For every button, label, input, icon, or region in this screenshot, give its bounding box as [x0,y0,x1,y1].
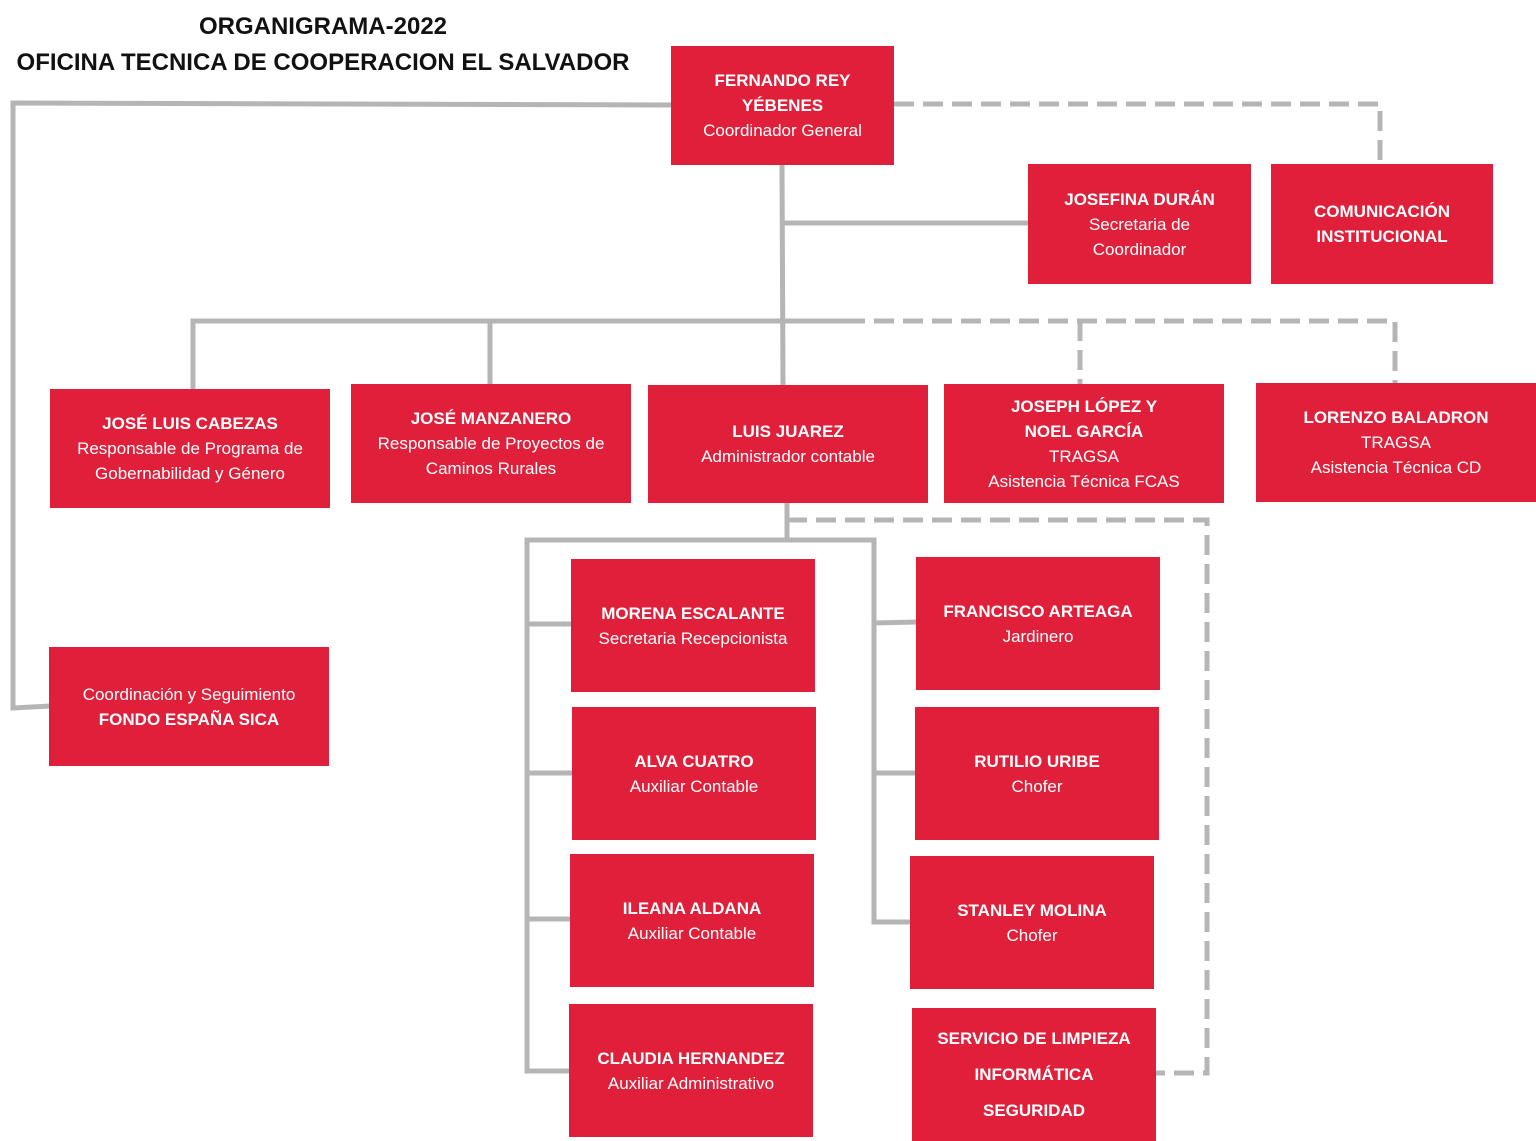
node-arteaga[interactable]: FRANCISCO ARTEAGA Jardinero [916,557,1160,690]
node-fondo[interactable]: Coordinación y Seguimiento FONDO ESPAÑA … [49,647,329,766]
connector-coordinator-fondo [10,100,674,711]
node-molina[interactable]: STANLEY MOLINA Chofer [910,856,1154,989]
node-role: Coordinador General [703,121,862,140]
node-name: FRANCISCO ARTEAGA [943,601,1133,621]
node-services[interactable]: SERVICIO DE LIMPIEZA INFORMÁTICA SEGURID… [912,1008,1156,1141]
chart-subtitle: OFICINA TECNICA DE COOPERACION EL SALVAD… [16,49,630,76]
node-name: JOSEFINA DURÁN [1064,189,1215,209]
node-role: Administrador contable [701,447,875,466]
dashed-connector-communication [894,101,1383,164]
node-manzanero[interactable]: JOSÉ MANZANERO Responsable de Proyectos … [351,384,631,503]
node-role: Asistencia Técnica CD [1310,458,1482,477]
node-role: Auxiliar Contable [629,776,759,796]
node-org: TRAGSA [1361,433,1431,452]
node-name: RUTILIO URIBE [974,751,1100,771]
dashed-connector-tragsa [845,318,1398,383]
node-name: CLAUDIA HERNANDEZ [597,1048,785,1068]
node-name: ILEANA ALDANA [622,898,762,918]
node-role: Secretaria Recepcionista [598,628,788,648]
node-role: Chofer [1006,925,1058,945]
node-name: FERNANDO REY YÉBENES [714,71,851,115]
dashed-connector-services [787,517,1210,1076]
node-role: Jardinero [1002,626,1074,646]
node-name: LORENZO BALADRON [1303,408,1489,427]
node-secretary[interactable]: JOSEFINA DURÁN Secretaria de Coordinador [1028,164,1251,284]
node-name: LUIS JUAREZ [732,422,844,441]
node-communication[interactable]: COMUNICACIÓN INSTITUCIONAL [1271,164,1493,284]
node-role: Chofer [1011,776,1063,796]
node-coordinator[interactable]: FERNANDO REY YÉBENES Coordinador General [671,46,894,165]
node-name: JOSEPH LÓPEZ Y NOEL GARCÍA [1010,396,1158,441]
node-cabezas[interactable]: JOSÉ LUIS CABEZAS Responsable de Program… [50,389,330,508]
node-name: ALVA CUATRO [634,751,754,771]
node-name: JOSÉ LUIS CABEZAS [102,414,278,433]
node-service-it: INFORMÁTICA [974,1064,1094,1084]
node-hernandez[interactable]: CLAUDIA HERNANDEZ Auxiliar Administrativ… [569,1004,813,1137]
node-org: TRAGSA [1049,446,1119,466]
node-lopez-garcia[interactable]: JOSEPH LÓPEZ Y NOEL GARCÍA TRAGSA Asiste… [944,384,1224,503]
node-name: JOSÉ MANZANERO [410,409,572,428]
node-role: Coordinación y Seguimiento [82,684,296,704]
node-role: Responsable de Proyectos de Caminos Rura… [377,434,605,478]
node-role: Responsable de Programa de Gobernabilida… [77,439,303,483]
node-name: STANLEY MOLINA [957,900,1107,920]
node-juarez[interactable]: LUIS JUAREZ Administrador contable [648,385,928,503]
node-cuatro[interactable]: ALVA CUATRO Auxiliar Contable [572,707,816,840]
node-role: Auxiliar Administrativo [607,1073,775,1093]
node-baladron[interactable]: LORENZO BALADRON TRAGSA Asistencia Técni… [1256,383,1536,502]
node-role: Asistencia Técnica FCAS [988,471,1180,491]
node-name: COMUNICACIÓN INSTITUCIONAL [1314,202,1450,246]
chart-title: ORGANIGRAMA-2022 [198,13,448,40]
node-escalante[interactable]: MORENA ESCALANTE Secretaria Recepcionist… [571,559,815,692]
node-aldana[interactable]: ILEANA ALDANA Auxiliar Contable [570,854,814,987]
node-role: Secretaria de Coordinador [1088,214,1191,259]
node-uribe[interactable]: RUTILIO URIBE Chofer [915,707,1159,840]
node-name: FONDO ESPAÑA SICA [98,709,280,729]
connector-arteaga [871,619,919,626]
node-name: MORENA ESCALANTE [601,603,785,623]
node-service-cleaning: SERVICIO DE LIMPIEZA [937,1028,1131,1048]
node-service-security: SEGURIDAD [982,1100,1085,1120]
connector-coordinator-trunk [779,162,786,389]
node-role: Auxiliar Contable [627,923,757,943]
